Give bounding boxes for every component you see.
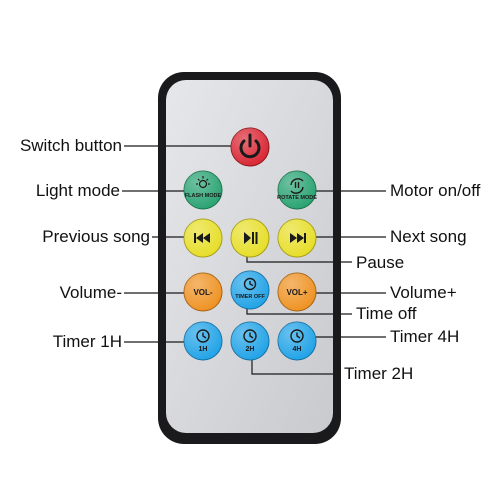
timer-1h-text: 1H (199, 346, 208, 353)
line-timer-2h (251, 360, 340, 375)
vol-down-text: VOL- (193, 288, 212, 297)
play-pause-icon (244, 232, 258, 244)
leader-lines (122, 145, 386, 375)
clock-icon (243, 329, 257, 343)
label-pause: Pause (356, 253, 405, 272)
clock-icon (290, 329, 304, 343)
clock-icon (243, 277, 257, 291)
timer-off-button[interactable]: TIMER OFF (230, 270, 270, 310)
sun-icon (196, 176, 210, 189)
label-next-song: Next song (390, 227, 467, 246)
power-button[interactable] (230, 127, 270, 167)
next-track-icon (290, 233, 306, 243)
timer-2h-button[interactable]: 2H (230, 321, 270, 361)
previous-track-icon (194, 233, 210, 243)
clock-icon (196, 329, 210, 343)
power-icon (239, 133, 261, 159)
label-timer-2h: Timer 2H (344, 364, 414, 383)
play-pause-button[interactable] (230, 218, 270, 258)
flash-mode-button[interactable]: FLASH MODE (183, 170, 223, 210)
rotate-icon (290, 178, 304, 194)
label-previous-song: Previous song (42, 227, 150, 246)
label-motor: Motor on/off (390, 181, 481, 200)
label-switch-button: Switch button (19, 136, 122, 155)
timer-4h-text: 4H (293, 346, 302, 353)
volume-down-button[interactable]: VOL- (183, 272, 223, 312)
label-timer-1h: Timer 1H (52, 332, 122, 351)
label-volume-down: Volume- (59, 283, 122, 302)
flash-mode-text: FLASH MODE (185, 193, 222, 199)
label-volume-up: Volume+ (390, 283, 457, 302)
vol-up-text: VOL+ (286, 288, 307, 297)
rotate-mode-text: ROTATE MODE (277, 195, 317, 201)
timer-4h-button[interactable]: 4H (277, 321, 317, 361)
label-light-mode: Light mode (35, 181, 120, 200)
timer-off-text: TIMER OFF (235, 294, 265, 300)
label-timer-4h: Timer 4H (390, 327, 460, 346)
previous-button[interactable] (183, 218, 223, 258)
volume-up-button[interactable]: VOL+ (277, 272, 317, 312)
rotate-mode-button[interactable]: ROTATE MODE (277, 170, 317, 210)
timer-1h-button[interactable]: 1H (183, 321, 223, 361)
timer-2h-text: 2H (246, 346, 255, 353)
next-button[interactable] (277, 218, 317, 258)
label-time-off: Time off (356, 304, 417, 323)
